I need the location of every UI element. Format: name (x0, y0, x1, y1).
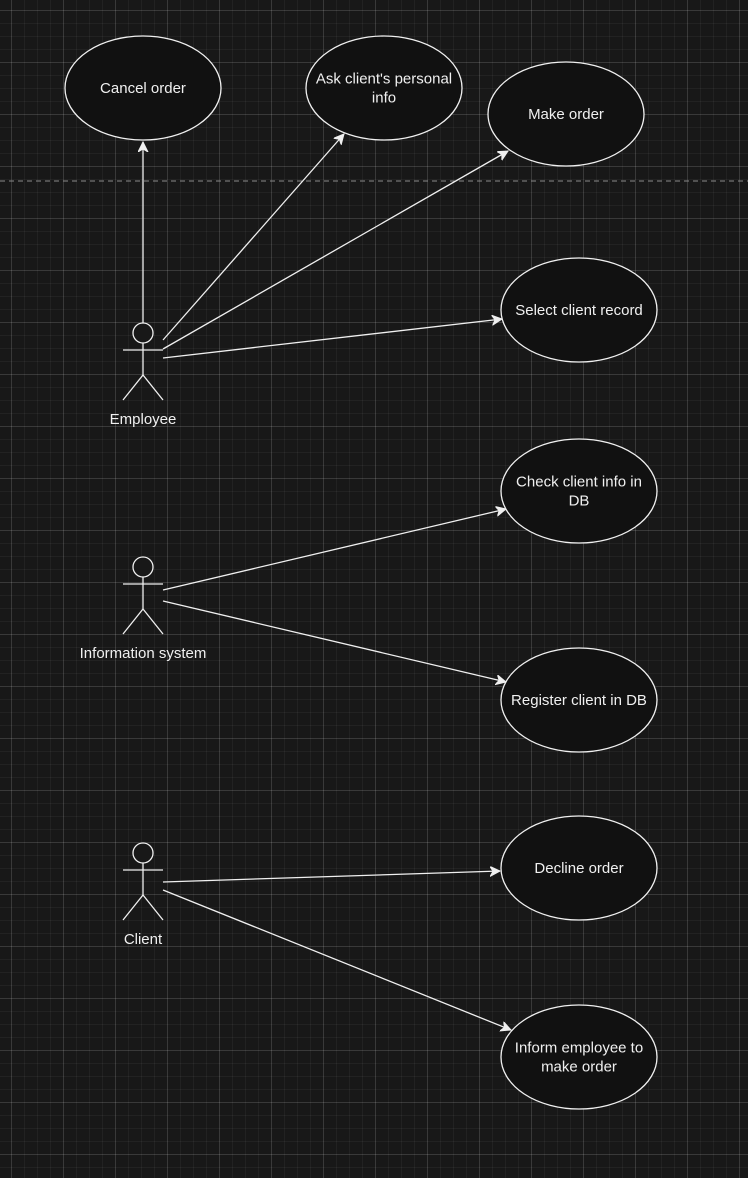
use-case-ellipse (500, 647, 658, 753)
use-case-label: Ask client's personal (316, 71, 452, 88)
use-case-make-order[interactable]: Make order (487, 61, 645, 167)
association-employee-to-make-order (162, 150, 508, 350)
actor-left-leg (122, 374, 144, 401)
association-information-system-to-check-client-info (162, 509, 506, 591)
association-client-to-decline-order (162, 871, 500, 883)
association-employee-to-select-client-record (162, 319, 502, 359)
use-case-label: make order (541, 1059, 617, 1076)
actor-head (132, 842, 154, 864)
actor-right-leg (142, 894, 164, 921)
use-case-select-client-record[interactable]: Select client record (500, 257, 658, 363)
actor-left-leg (122, 608, 144, 635)
association-employee-to-ask-personal-info (162, 134, 344, 341)
use-case-label: Inform employee to (515, 1040, 643, 1057)
association-information-system-to-register-client (162, 600, 506, 682)
use-case-ellipse (487, 61, 645, 167)
actor-right-leg (142, 374, 164, 401)
use-case-ellipse (500, 438, 658, 544)
use-case-ellipse (305, 35, 463, 141)
actor-label: Employee (110, 411, 177, 428)
use-case-label: Select client record (515, 302, 643, 319)
use-case-label: Register client in DB (511, 692, 647, 709)
use-case-label: Make order (528, 106, 604, 123)
use-case-ellipse (500, 1004, 658, 1110)
actor-right-leg (142, 608, 164, 635)
use-case-ellipse (500, 815, 658, 921)
use-case-register-client[interactable]: Register client in DB (500, 647, 658, 753)
use-case-label: DB (569, 493, 590, 510)
use-case-label: Cancel order (100, 80, 186, 97)
use-case-cancel-order[interactable]: Cancel order (64, 35, 222, 141)
use-case-label: info (372, 90, 396, 107)
actor-head (132, 322, 154, 344)
actor-employee[interactable]: Employee (110, 322, 177, 428)
use-case-ask-personal-info[interactable]: Ask client's personal info (305, 35, 463, 141)
use-cases: Cancel order Ask client's personal infoMak… (64, 35, 658, 1110)
use-case-ellipse (500, 257, 658, 363)
actor-client[interactable]: Client (122, 842, 164, 948)
actor-label: Client (124, 931, 163, 948)
actor-left-leg (122, 894, 144, 921)
associations (143, 134, 511, 1030)
use-case-check-client-info[interactable]: Check client info in DB (500, 438, 658, 544)
actor-head (132, 556, 154, 578)
actor-information-system[interactable]: Information system (80, 556, 207, 662)
association-client-to-inform-employee (162, 889, 511, 1030)
actor-label: Information system (80, 645, 207, 662)
use-case-decline-order[interactable]: Decline order (500, 815, 658, 921)
use-case-inform-employee[interactable]: Inform employee to make order (500, 1004, 658, 1110)
use-case-label: Decline order (534, 860, 623, 877)
use-case-label: Check client info in (516, 474, 642, 491)
use-case-ellipse (64, 35, 222, 141)
